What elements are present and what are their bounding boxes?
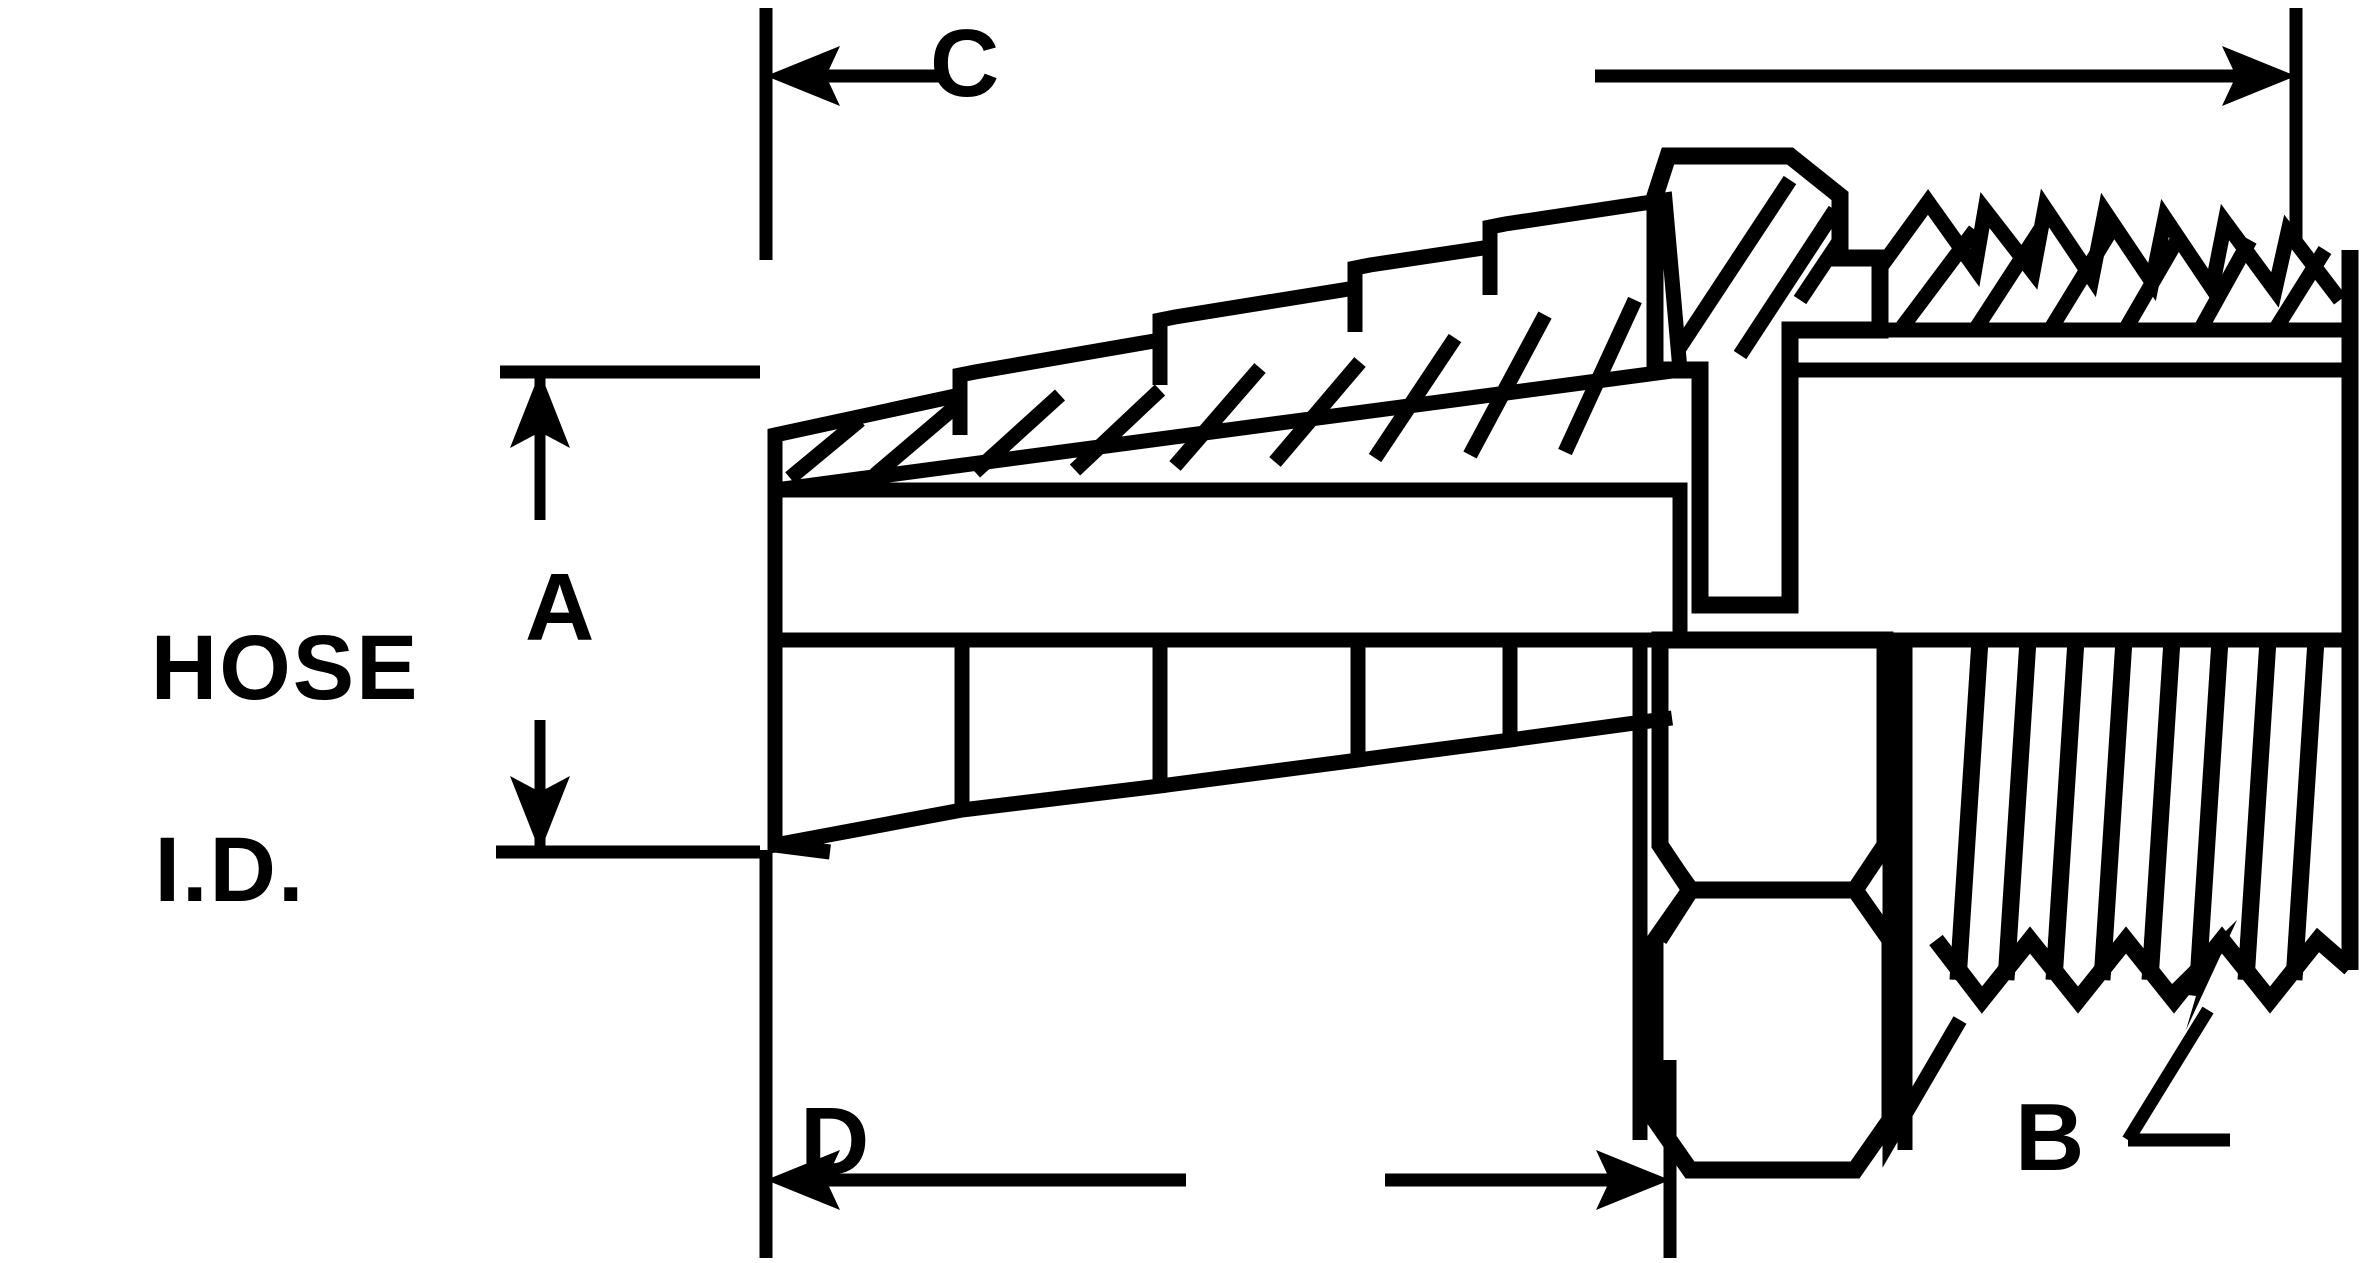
thread-root-zigzag-lower [1929,926,2356,1014]
dimension-d-arrow-right [1596,1150,1670,1210]
hose-id-label-line2: I.D. [154,819,306,921]
shank-upper-wall [767,482,1688,648]
thread-body-upper [1790,362,2358,648]
fitting-body [767,147,2359,1179]
barb-lower-tapered-profile [767,640,1674,855]
hose-id-label: HOSE I.D. [40,530,420,1100]
hose-id-label-line1: HOSE [150,617,420,719]
barb-serration-upper-profile [767,191,1689,499]
thread-lines-lower [1949,639,2325,981]
dimension-c-label: C [930,10,1000,117]
dimension-c-arrow-right [2222,46,2296,106]
dimension-a-label: A [525,554,595,661]
barb-teeth-risers [952,247,1498,435]
dimension-a-arrow-down [510,776,570,852]
barb-serration-hatching [785,296,1642,484]
hex-corner-chamfers [1653,840,1897,945]
hex-flat-upper [1651,631,1894,899]
barb-tip-chamfer [774,837,831,860]
dimension-a-group [496,365,760,859]
dimension-d-arrow-left [766,1150,840,1210]
hex-flange-hatching [1671,175,1847,360]
dimension-d-label: D [800,1088,870,1195]
barb-lower-dividers [954,645,1518,810]
thread-flank-hatching [1894,225,2332,335]
dimension-c-group [759,8,2303,260]
hex-outer-edges [1632,640,1913,1150]
hex-flat-lower [1646,881,1899,1179]
dimension-d-group [759,850,1677,1258]
dimension-a-arrow-up [510,372,570,448]
thread-body-lower-left [1882,640,1967,1168]
thread-crest-zigzag [1873,188,2346,308]
dimension-c-arrow-left [766,46,840,106]
dimension-b-label: B [2015,1084,2085,1191]
dimension-b-leader-diagonal [2122,1006,2214,1144]
